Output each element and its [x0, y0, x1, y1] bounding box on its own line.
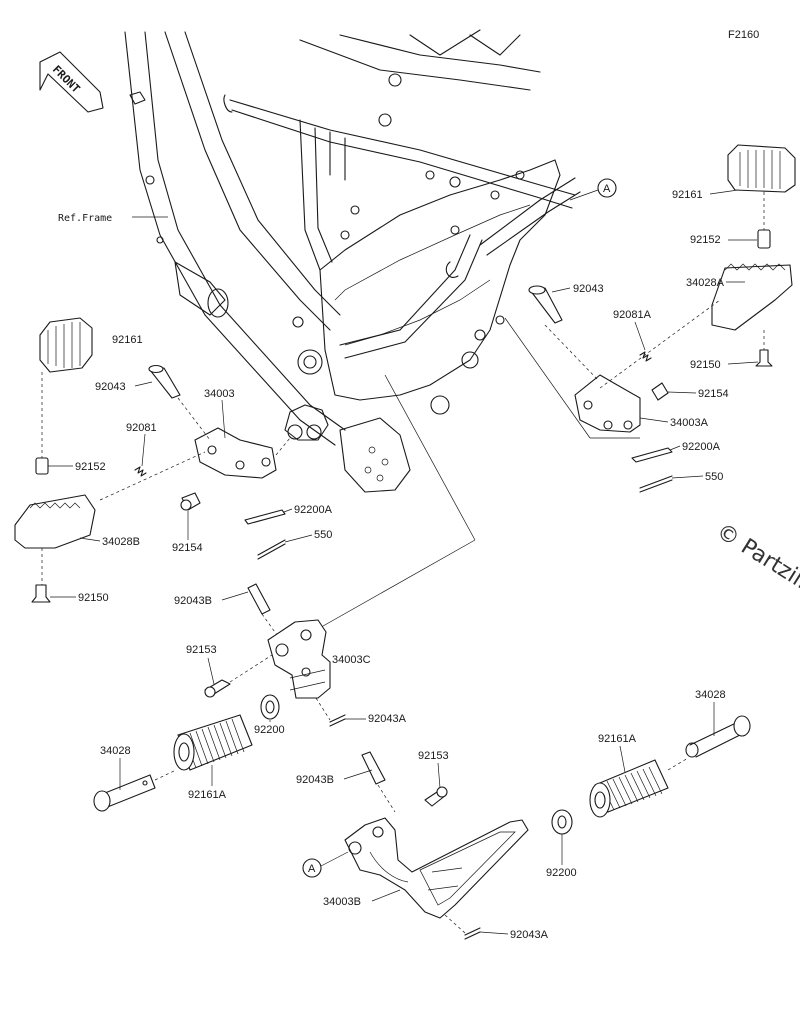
label-92153-b: 92153	[418, 750, 449, 762]
label-92161A-a: 92161A	[188, 789, 227, 801]
middle-bracket-assembly	[93, 583, 346, 812]
label-92081-l: 92081	[126, 422, 157, 434]
label-92161-l: 92161	[112, 334, 143, 346]
ref-mark-a-bottom: A	[308, 863, 316, 875]
label-92154-l: 92154	[172, 542, 203, 554]
label-92154-r: 92154	[698, 388, 729, 400]
label-34028-a: 34028	[100, 745, 131, 757]
label-34028A-r: 34028A	[686, 277, 725, 289]
label-92200A-r: 92200A	[682, 441, 721, 453]
label-34003-l: 34003	[204, 388, 235, 400]
label-92161A-b: 92161A	[598, 733, 637, 745]
front-arrow-badge: FRONT	[39, 51, 104, 113]
label-92200-a: 92200	[254, 724, 285, 736]
label-550-r: 550	[705, 471, 723, 483]
watermark-text: © Partzilla	[712, 519, 800, 602]
label-92043-r: 92043	[573, 283, 604, 295]
frame-drawing	[124, 29, 581, 493]
label-92161-r: 92161	[672, 189, 703, 201]
ref-mark-a-top: A	[603, 183, 611, 195]
label-34003A-r: 34003A	[670, 417, 709, 429]
label-34028B-l: 34028B	[102, 536, 140, 548]
label-92152-r: 92152	[690, 234, 721, 246]
label-92043B-b: 92043B	[296, 774, 334, 786]
label-34028-b: 34028	[695, 689, 726, 701]
label-92200A-l: 92200A	[294, 504, 333, 516]
label-92150-l: 92150	[78, 592, 109, 604]
lower-bracket-assembly: A	[302, 715, 751, 940]
right-footpeg-assembly: A	[504, 144, 796, 493]
ref-frame-label: Ref.Frame	[58, 213, 112, 224]
label-92043-l: 92043	[95, 381, 126, 393]
label-34003C-a: 34003C	[332, 654, 371, 666]
label-34003B-b: 34003B	[323, 896, 361, 908]
label-92150-r: 92150	[690, 359, 721, 371]
label-92043B-a: 92043B	[174, 595, 212, 607]
label-550-l: 550	[314, 529, 332, 541]
diagram-code: F2160	[728, 29, 759, 41]
label-92043A-a: 92043A	[368, 713, 407, 725]
label-92081A-r: 92081A	[613, 309, 652, 321]
left-footpeg-assembly	[14, 317, 291, 603]
label-92152-l: 92152	[75, 461, 106, 473]
label-92153-a: 92153	[186, 644, 217, 656]
label-92043A-b: 92043A	[510, 929, 549, 941]
label-92200-b: 92200	[546, 867, 577, 879]
